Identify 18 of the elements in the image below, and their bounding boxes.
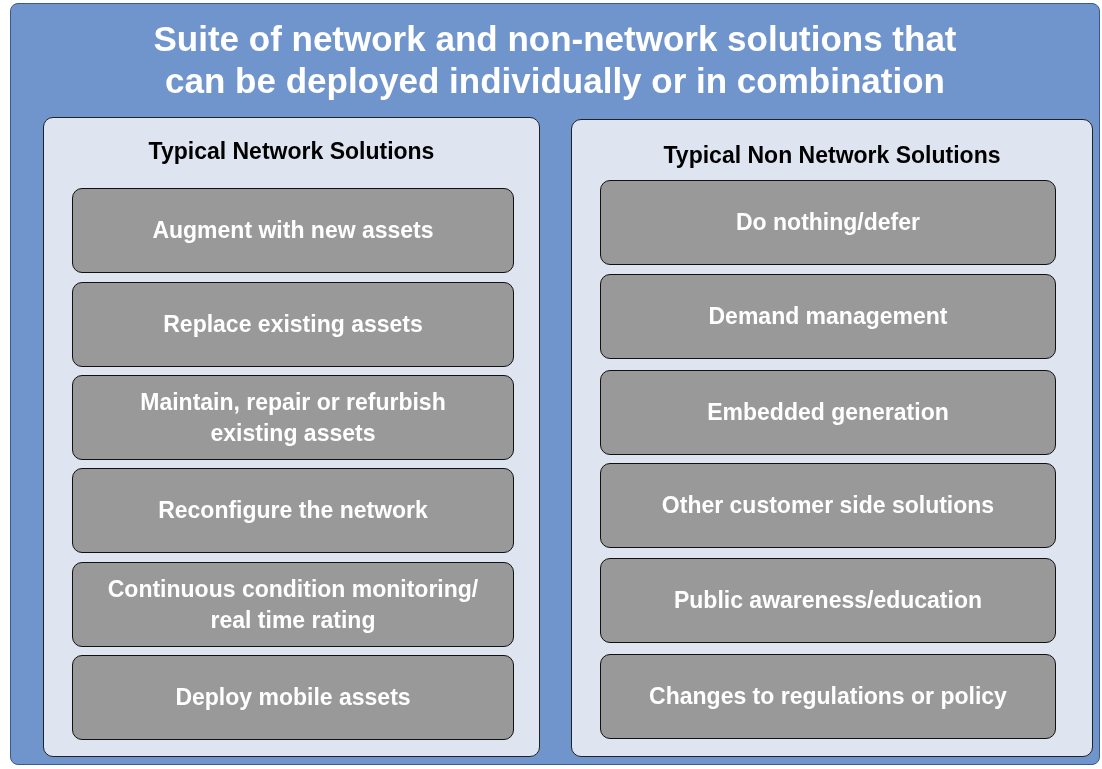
solution-box: Embedded generation	[600, 370, 1056, 455]
solution-box: Augment with new assets	[72, 188, 514, 273]
solution-box: Maintain, repair or refurbish existing assets	[72, 375, 514, 460]
panel-heading: Typical Non Network Solutions	[662, 142, 1002, 169]
solution-box: Deploy mobile assets	[72, 655, 514, 740]
solution-box: Continuous condition monitoring/ real time rating	[72, 562, 514, 647]
solution-box: Demand management	[600, 274, 1056, 359]
solution-box: Replace existing assets	[72, 282, 514, 367]
solution-box: Other customer side solutions	[600, 463, 1056, 548]
panel-heading: Typical Network Solutions	[147, 138, 436, 165]
solution-box: Public awareness/education	[600, 558, 1056, 643]
solution-box: Do nothing/defer	[600, 180, 1056, 265]
frame-heading: Suite of network and non-network solutions that can be deployed individually or in combination	[152, 18, 958, 102]
solution-box: Reconfigure the network	[72, 468, 514, 553]
group-panel	[571, 119, 1093, 757]
group-panel	[43, 117, 540, 757]
solution-box: Changes to regulations or policy	[600, 654, 1056, 739]
diagram-frame	[10, 3, 1100, 765]
